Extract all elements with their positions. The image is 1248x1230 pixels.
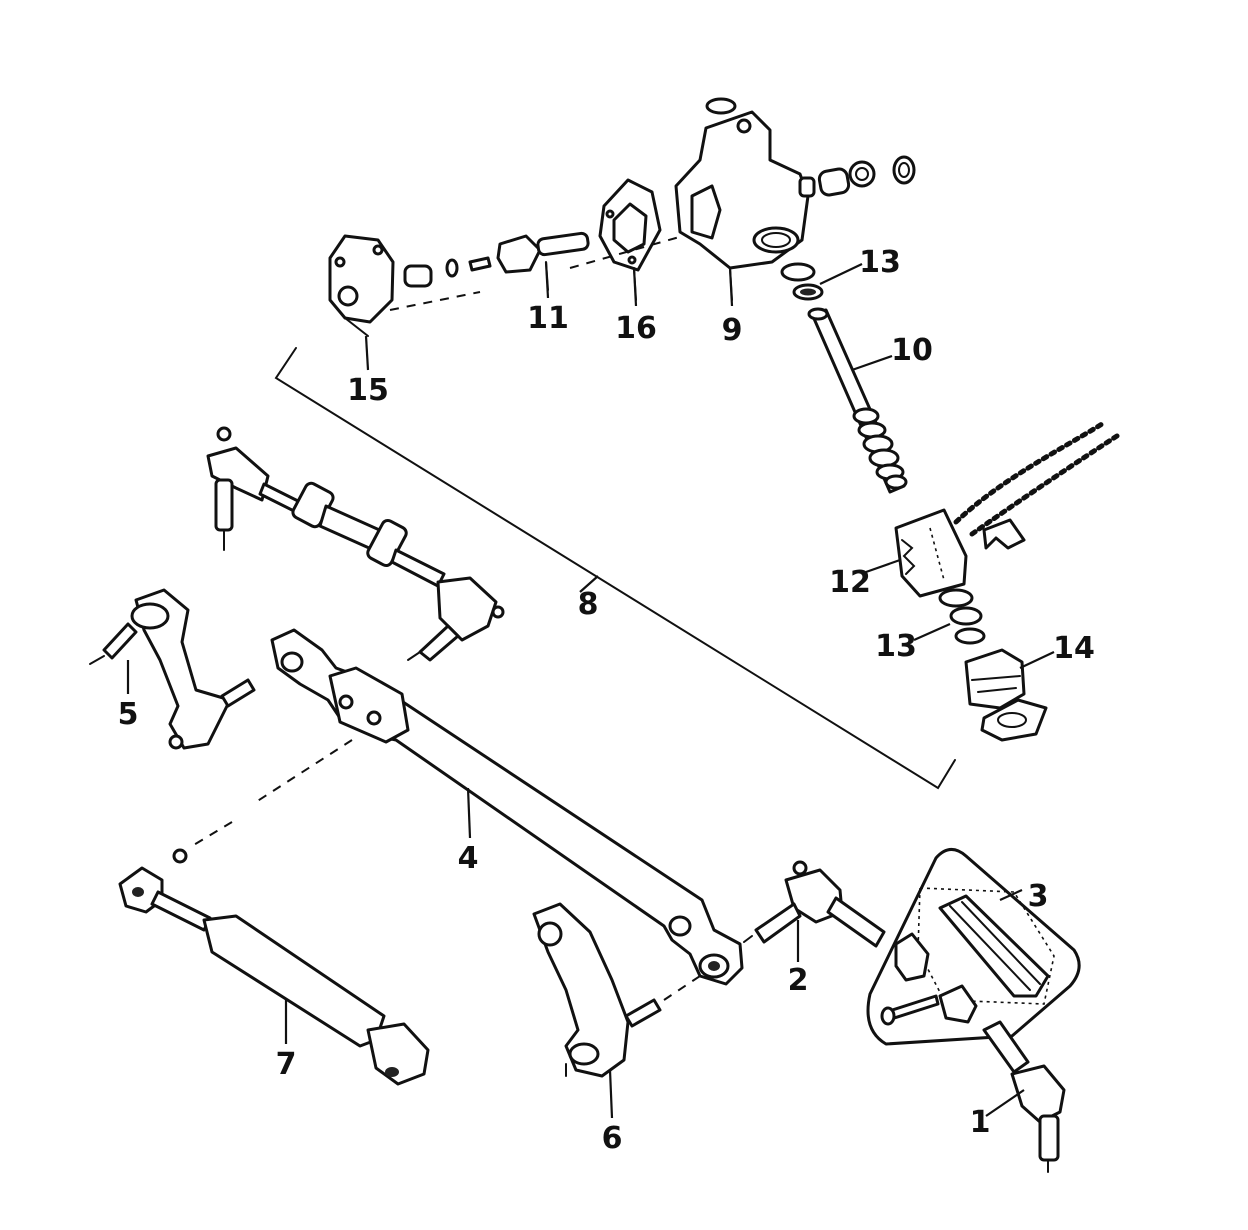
group-8-bracket [274, 347, 956, 790]
part-13-lower-race [938, 588, 986, 645]
callout-15: 15 [347, 373, 389, 408]
part-14-adjuster-plug [964, 648, 1048, 742]
part-2-tie-rod-end [743, 860, 886, 948]
part-7-steering-damper [118, 848, 430, 1086]
callout-9: 9 [722, 313, 743, 348]
callout-13-lower: 13 [875, 629, 917, 664]
part-16-gasket [598, 178, 662, 301]
housing-seals [817, 155, 916, 197]
callout-1: 1 [970, 1105, 991, 1140]
adjuster-screw-parts [403, 256, 492, 288]
part-12-ball-nut [894, 421, 1123, 598]
callout-11: 11 [527, 301, 569, 336]
leader-lines [126, 261, 1055, 1119]
callout-12: 12 [829, 565, 871, 600]
part-13-upper-race [780, 262, 824, 301]
callout-5: 5 [118, 697, 139, 732]
part-1-tie-rod-end [982, 1020, 1066, 1173]
callout-7: 7 [276, 1047, 297, 1082]
callout-4: 4 [458, 841, 479, 876]
callout-3: 3 [1028, 879, 1049, 914]
part-5-idler-arm [89, 588, 256, 750]
part-3-adjuster-sleeve-kit [866, 848, 1081, 1046]
callout-13-upper: 13 [859, 245, 901, 280]
part-15-side-cover [328, 234, 395, 337]
callout-2: 2 [788, 963, 809, 998]
part-8-tie-rod-assembly [206, 426, 505, 662]
part-9-gear-housing [674, 97, 816, 301]
part-11-sector-shaft [496, 231, 590, 291]
part-6-pitman-arm [532, 902, 701, 1078]
callout-8: 8 [578, 587, 599, 622]
part-4-center-link [270, 628, 744, 986]
callout-16: 16 [615, 311, 657, 346]
callout-10: 10 [891, 333, 933, 368]
callout-labels: 1 2 3 4 5 6 7 8 9 10 11 12 13 13 14 15 1… [118, 245, 1095, 1156]
part-10-worm-shaft [807, 307, 908, 494]
callout-6: 6 [602, 1121, 623, 1156]
callout-14: 14 [1053, 631, 1095, 666]
